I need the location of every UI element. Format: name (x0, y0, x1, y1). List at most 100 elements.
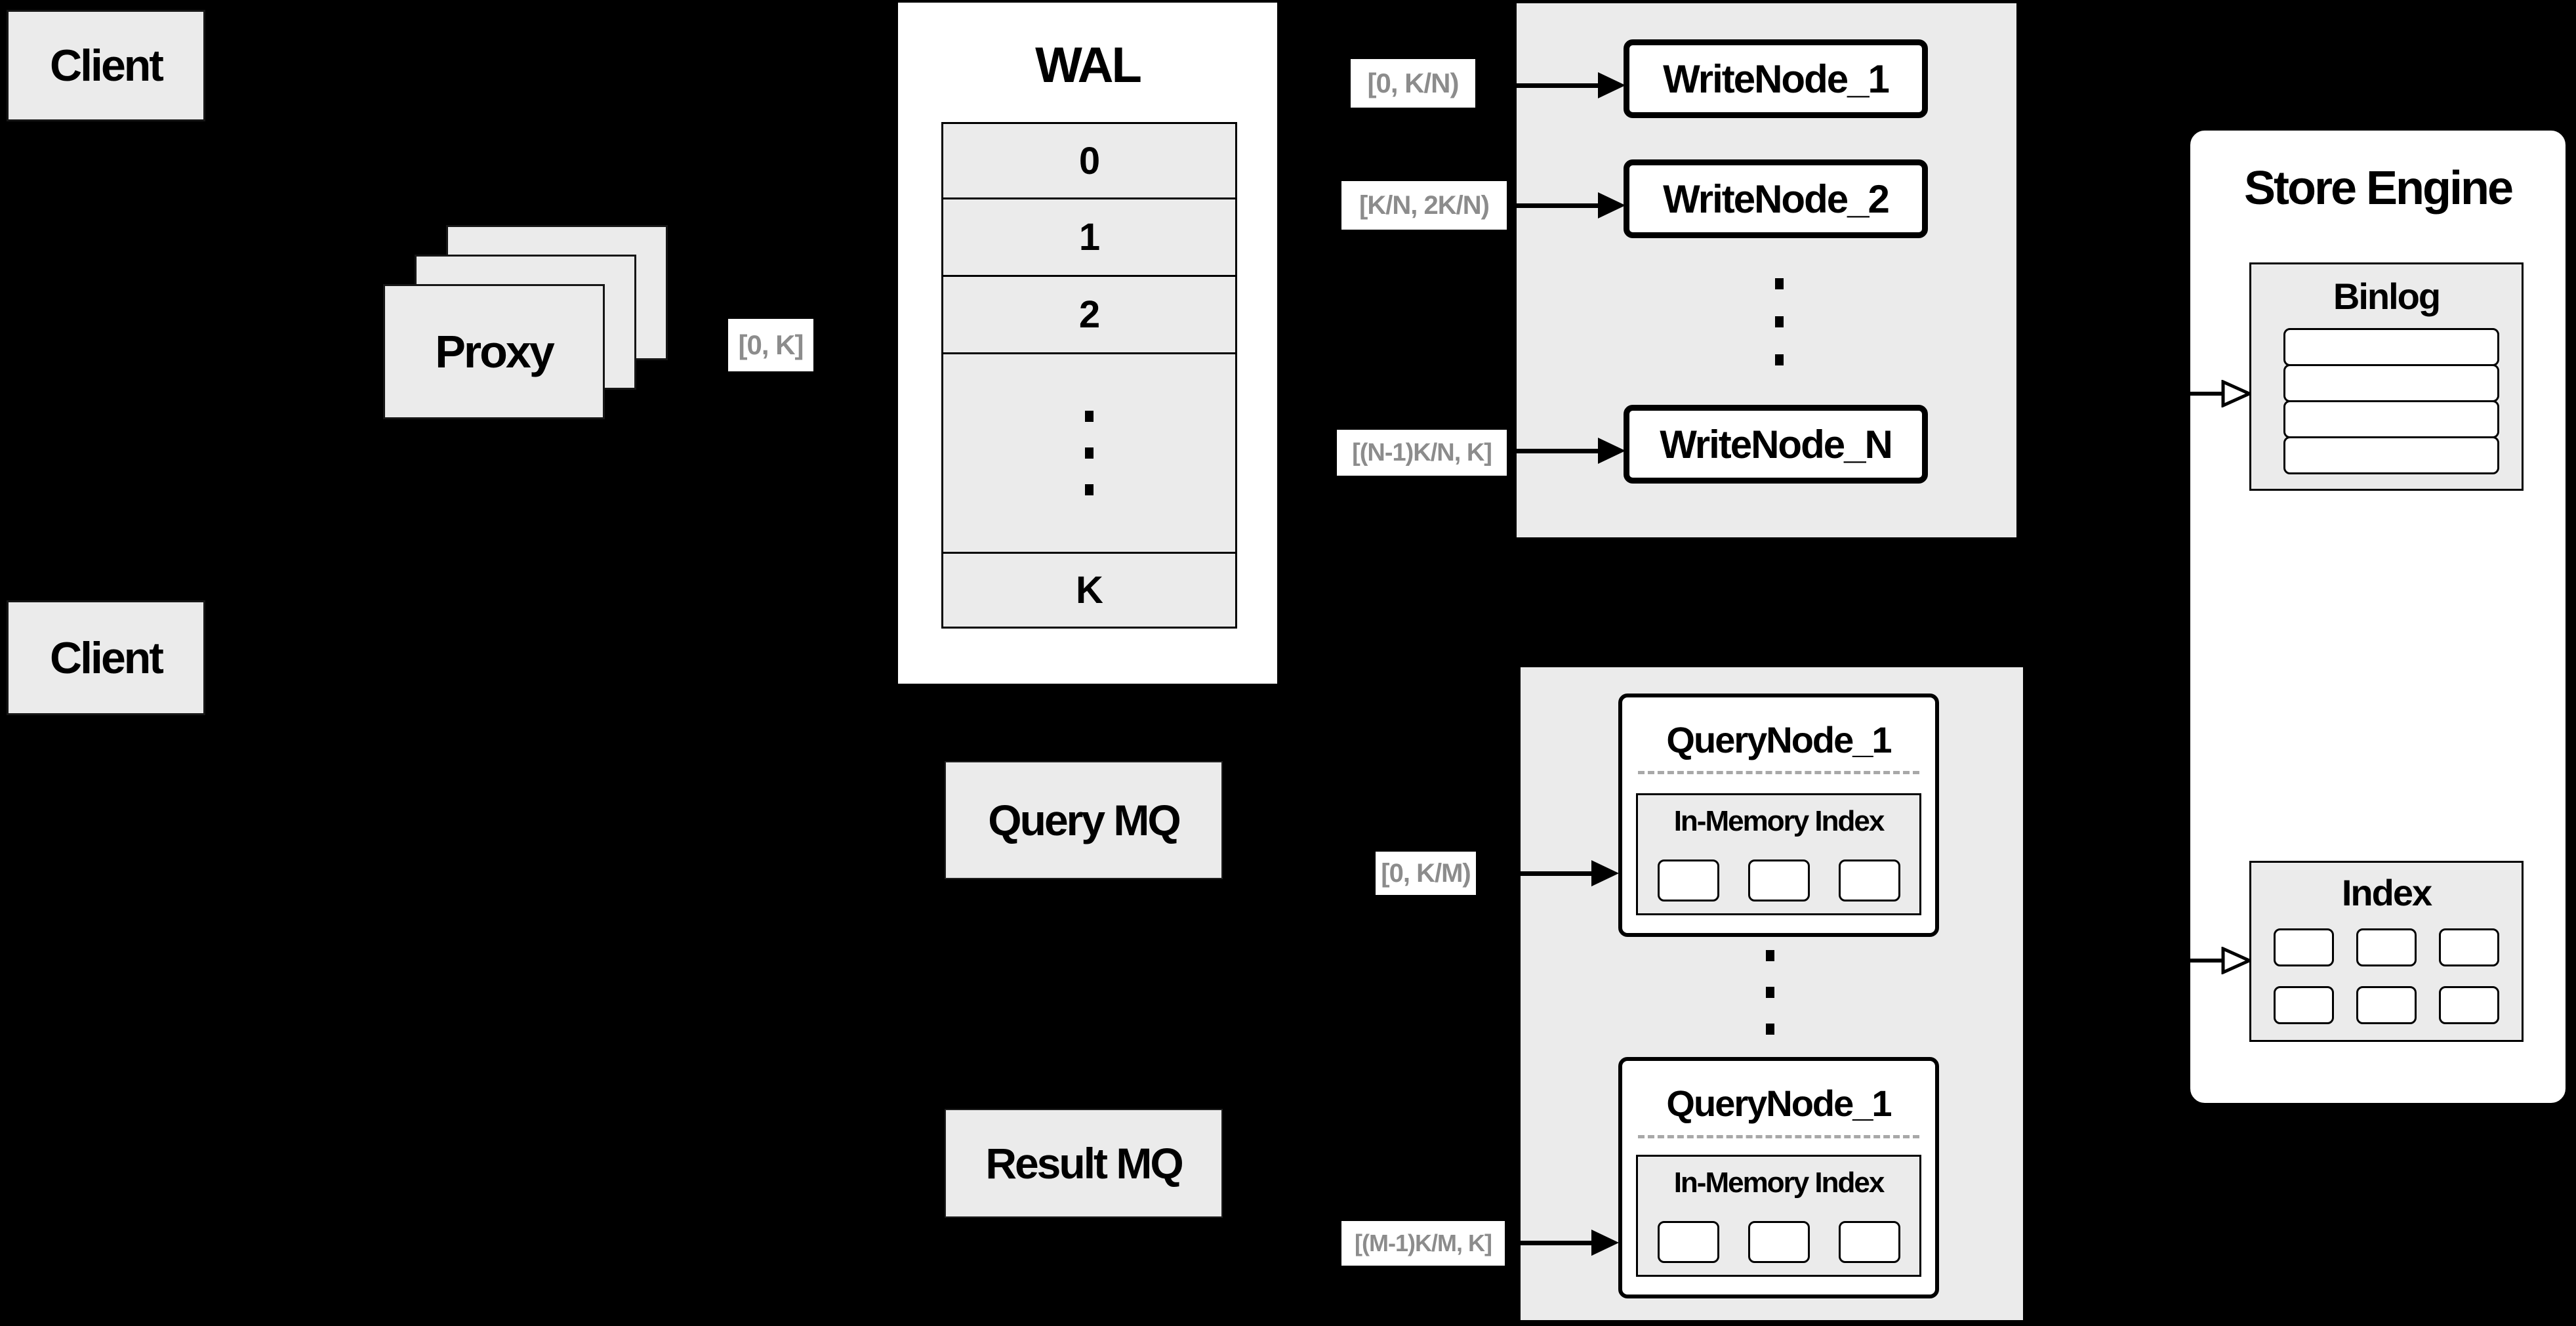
in-memory-index-title: In-Memory Index (1638, 799, 1919, 844)
index-chunk-row (2251, 928, 2522, 966)
arrow-right-icon (1591, 860, 1619, 886)
memory-chunk-row (1638, 860, 1919, 901)
wal-segment-row: 0 (943, 124, 1235, 197)
arrow-right-icon (1591, 1230, 1619, 1256)
index-chunk (2274, 928, 2334, 966)
index-chunk (2439, 928, 2499, 966)
index-chunk-row (2251, 986, 2522, 1024)
in-memory-index-title: In-Memory Index (1638, 1161, 1919, 1205)
vertical-ellipsis-dot (1775, 316, 1784, 327)
proxy-node: Proxy (383, 284, 605, 419)
index-box: Index (2249, 861, 2524, 1042)
query-node-bottom: QueryNode_1 In-Memory Index (1618, 1057, 1939, 1298)
range-label-write-n-text: [(N-1)K/N, K] (1352, 438, 1492, 466)
in-memory-index-box: In-Memory Index (1636, 793, 1921, 915)
memory-chunk (1748, 860, 1810, 901)
write-node-2-label: WriteNode_2 (1663, 176, 1890, 221)
query-node-top-title-text: QueryNode_1 (1666, 719, 1892, 760)
query-mq-label: Query MQ (988, 796, 1181, 844)
memory-chunk (1838, 860, 1900, 901)
vertical-ellipsis-dot (1766, 950, 1774, 961)
index-chunk (2356, 986, 2417, 1024)
in-memory-index-title-text: In-Memory Index (1673, 1167, 1885, 1199)
hollow-arrow-right-icon (2221, 947, 2251, 974)
wal-segment-row: 2 (943, 275, 1235, 352)
range-label-proxy-out: [0, K] (728, 319, 813, 371)
range-label-write-n: [(N-1)K/N, K] (1337, 430, 1507, 476)
range-label-proxy-out-text: [0, K] (738, 329, 804, 360)
wal-title: WAL (898, 29, 1277, 101)
proxy-label: Proxy (435, 326, 555, 377)
write-node-1: WriteNode_1 (1624, 39, 1928, 118)
index-title: Index (2251, 867, 2522, 918)
store-engine-panel: Store Engine Binlog Index (2188, 128, 2568, 1106)
vertical-ellipsis-dot (1085, 411, 1094, 422)
range-label-query-1: [0, K/M) (1376, 852, 1476, 895)
wal-segment-table: 0 1 2 K (941, 122, 1237, 629)
vertical-ellipsis-dot (1085, 484, 1094, 495)
binlog-row (2283, 328, 2499, 366)
client-top-node: Client (7, 10, 205, 121)
hollow-arrow-right-icon (2152, 392, 2225, 396)
memory-chunk (1657, 860, 1719, 901)
binlog-row (2283, 436, 2499, 474)
query-node-bottom-title-text: QueryNode_1 (1666, 1083, 1892, 1124)
memory-chunk-row (1638, 1221, 1919, 1263)
client-bottom-node: Client (7, 600, 205, 715)
wal-segment-0: 0 (1078, 139, 1100, 182)
vertical-ellipsis-dot (1766, 987, 1774, 998)
binlog-box: Binlog (2249, 262, 2524, 491)
wal-panel: WAL 0 1 2 K (895, 0, 1280, 686)
wal-segment-row: 1 (943, 197, 1235, 275)
dashed-divider (1638, 771, 1919, 774)
index-chunk (2439, 986, 2499, 1024)
index-chunk (2356, 928, 2417, 966)
arrow-right-icon (1598, 72, 1625, 98)
dashed-divider (1638, 1135, 1919, 1138)
query-node-top-title: QueryNode_1 (1622, 712, 1935, 768)
range-label-query-1-text: [0, K/M) (1381, 858, 1471, 888)
vertical-ellipsis-dot (1775, 354, 1784, 365)
memory-chunk (1657, 1221, 1719, 1263)
wal-title-text: WAL (1035, 37, 1142, 93)
binlog-rows (2283, 328, 2499, 474)
range-label-write-1: [0, K/N) (1351, 59, 1475, 108)
in-memory-index-title-text: In-Memory Index (1673, 805, 1885, 837)
range-label-query-m-text: [(M-1)K/M, K] (1355, 1230, 1492, 1256)
index-title-text: Index (2341, 871, 2432, 913)
arrow-right-icon (1509, 83, 1601, 88)
store-engine-title-text: Store Engine (2243, 161, 2514, 215)
query-node-bottom-title: QueryNode_1 (1622, 1075, 1935, 1131)
result-mq-label: Result MQ (985, 1139, 1183, 1188)
write-node-n-label: WriteNode_N (1660, 422, 1893, 466)
index-chunk (2274, 986, 2334, 1024)
in-memory-index-box: In-Memory Index (1636, 1155, 1921, 1277)
binlog-title: Binlog (2251, 270, 2522, 322)
result-mq-node: Result MQ (945, 1109, 1223, 1218)
arrow-right-icon (1509, 203, 1601, 208)
client-bottom-label: Client (50, 632, 164, 683)
store-engine-title: Store Engine (2190, 154, 2566, 222)
write-node-2: WriteNode_2 (1624, 159, 1928, 238)
vertical-ellipsis-dot (1775, 278, 1784, 289)
arrow-right-icon (1509, 449, 1601, 453)
arrow-right-icon (1598, 192, 1625, 218)
write-node-n: WriteNode_N (1624, 405, 1928, 484)
wal-ellipsis-row (943, 352, 1235, 552)
wal-segment-k: K (1076, 569, 1103, 611)
range-label-write-2-text: [K/N, 2K/N) (1359, 190, 1490, 220)
arrow-right-icon (1512, 871, 1594, 876)
arrow-right-icon (1598, 438, 1625, 464)
binlog-title-text: Binlog (2333, 275, 2441, 317)
memory-chunk (1838, 1221, 1900, 1263)
wal-segment-1: 1 (1078, 216, 1100, 259)
hollow-arrow-right-icon (2221, 380, 2251, 407)
range-label-write-2: [K/N, 2K/N) (1341, 181, 1507, 230)
binlog-row (2283, 400, 2499, 438)
query-node-top: QueryNode_1 In-Memory Index (1618, 694, 1939, 937)
write-node-1-label: WriteNode_1 (1663, 56, 1890, 101)
vertical-ellipsis-dot (1766, 1024, 1774, 1035)
wal-segment-2: 2 (1078, 293, 1100, 336)
memory-chunk (1748, 1221, 1810, 1263)
